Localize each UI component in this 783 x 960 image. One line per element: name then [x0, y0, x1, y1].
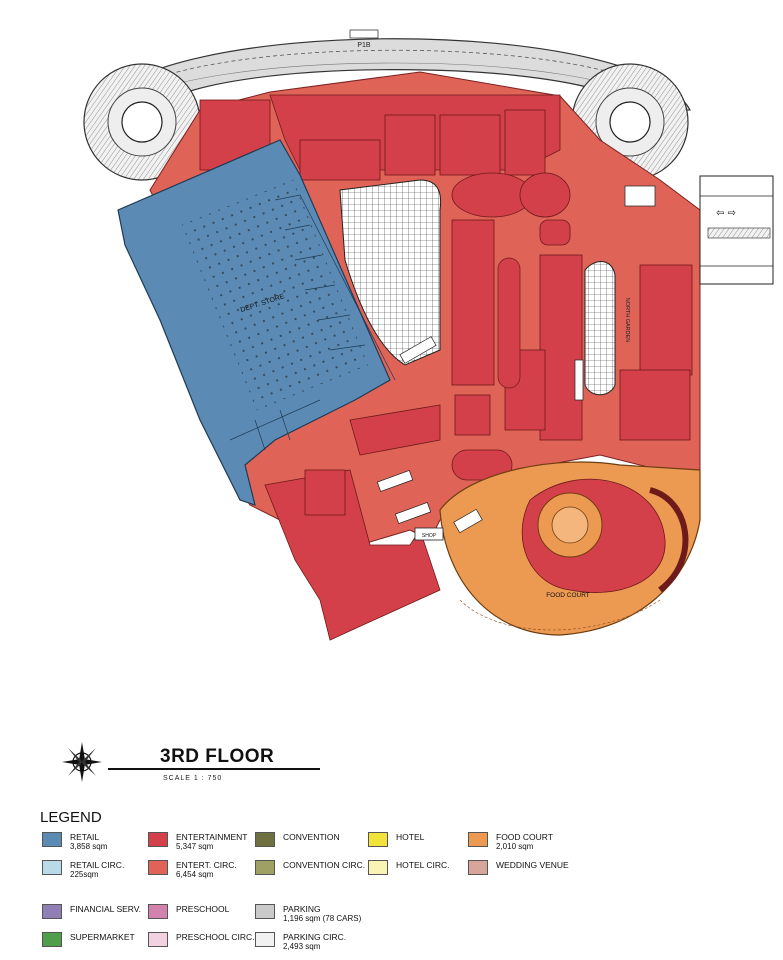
shop-tag-box: [414, 527, 444, 541]
atrium-void: [339, 179, 442, 366]
scale-label: SCALE 1 : 750: [163, 775, 223, 782]
dept-store-columns: [181, 179, 369, 411]
title-underline: [108, 768, 320, 770]
bridge-arrows: ⇦ ⇨: [716, 208, 736, 219]
vertical-label: NORTH GARDEN: [624, 298, 630, 343]
east-bridge: ⇦ ⇨: [699, 175, 774, 285]
food-court-label: FOOD COURT: [546, 592, 590, 599]
title-block: 3RD FLOOR SCALE 1 : 750: [40, 738, 320, 788]
kiosk-strip: [497, 257, 521, 389]
shop-tag-label: SHOP: [422, 533, 437, 539]
compass-icon: [62, 742, 102, 782]
floor-title: 3RD FLOOR: [160, 746, 275, 767]
atrium-void-east: [584, 261, 616, 396]
parking-code-label: P1B: [357, 42, 371, 49]
escalators: [376, 185, 656, 534]
food-court-area: FOOD COURT: [439, 461, 701, 636]
entertainment-units: [199, 94, 693, 641]
legend-title: LEGEND: [40, 809, 102, 826]
